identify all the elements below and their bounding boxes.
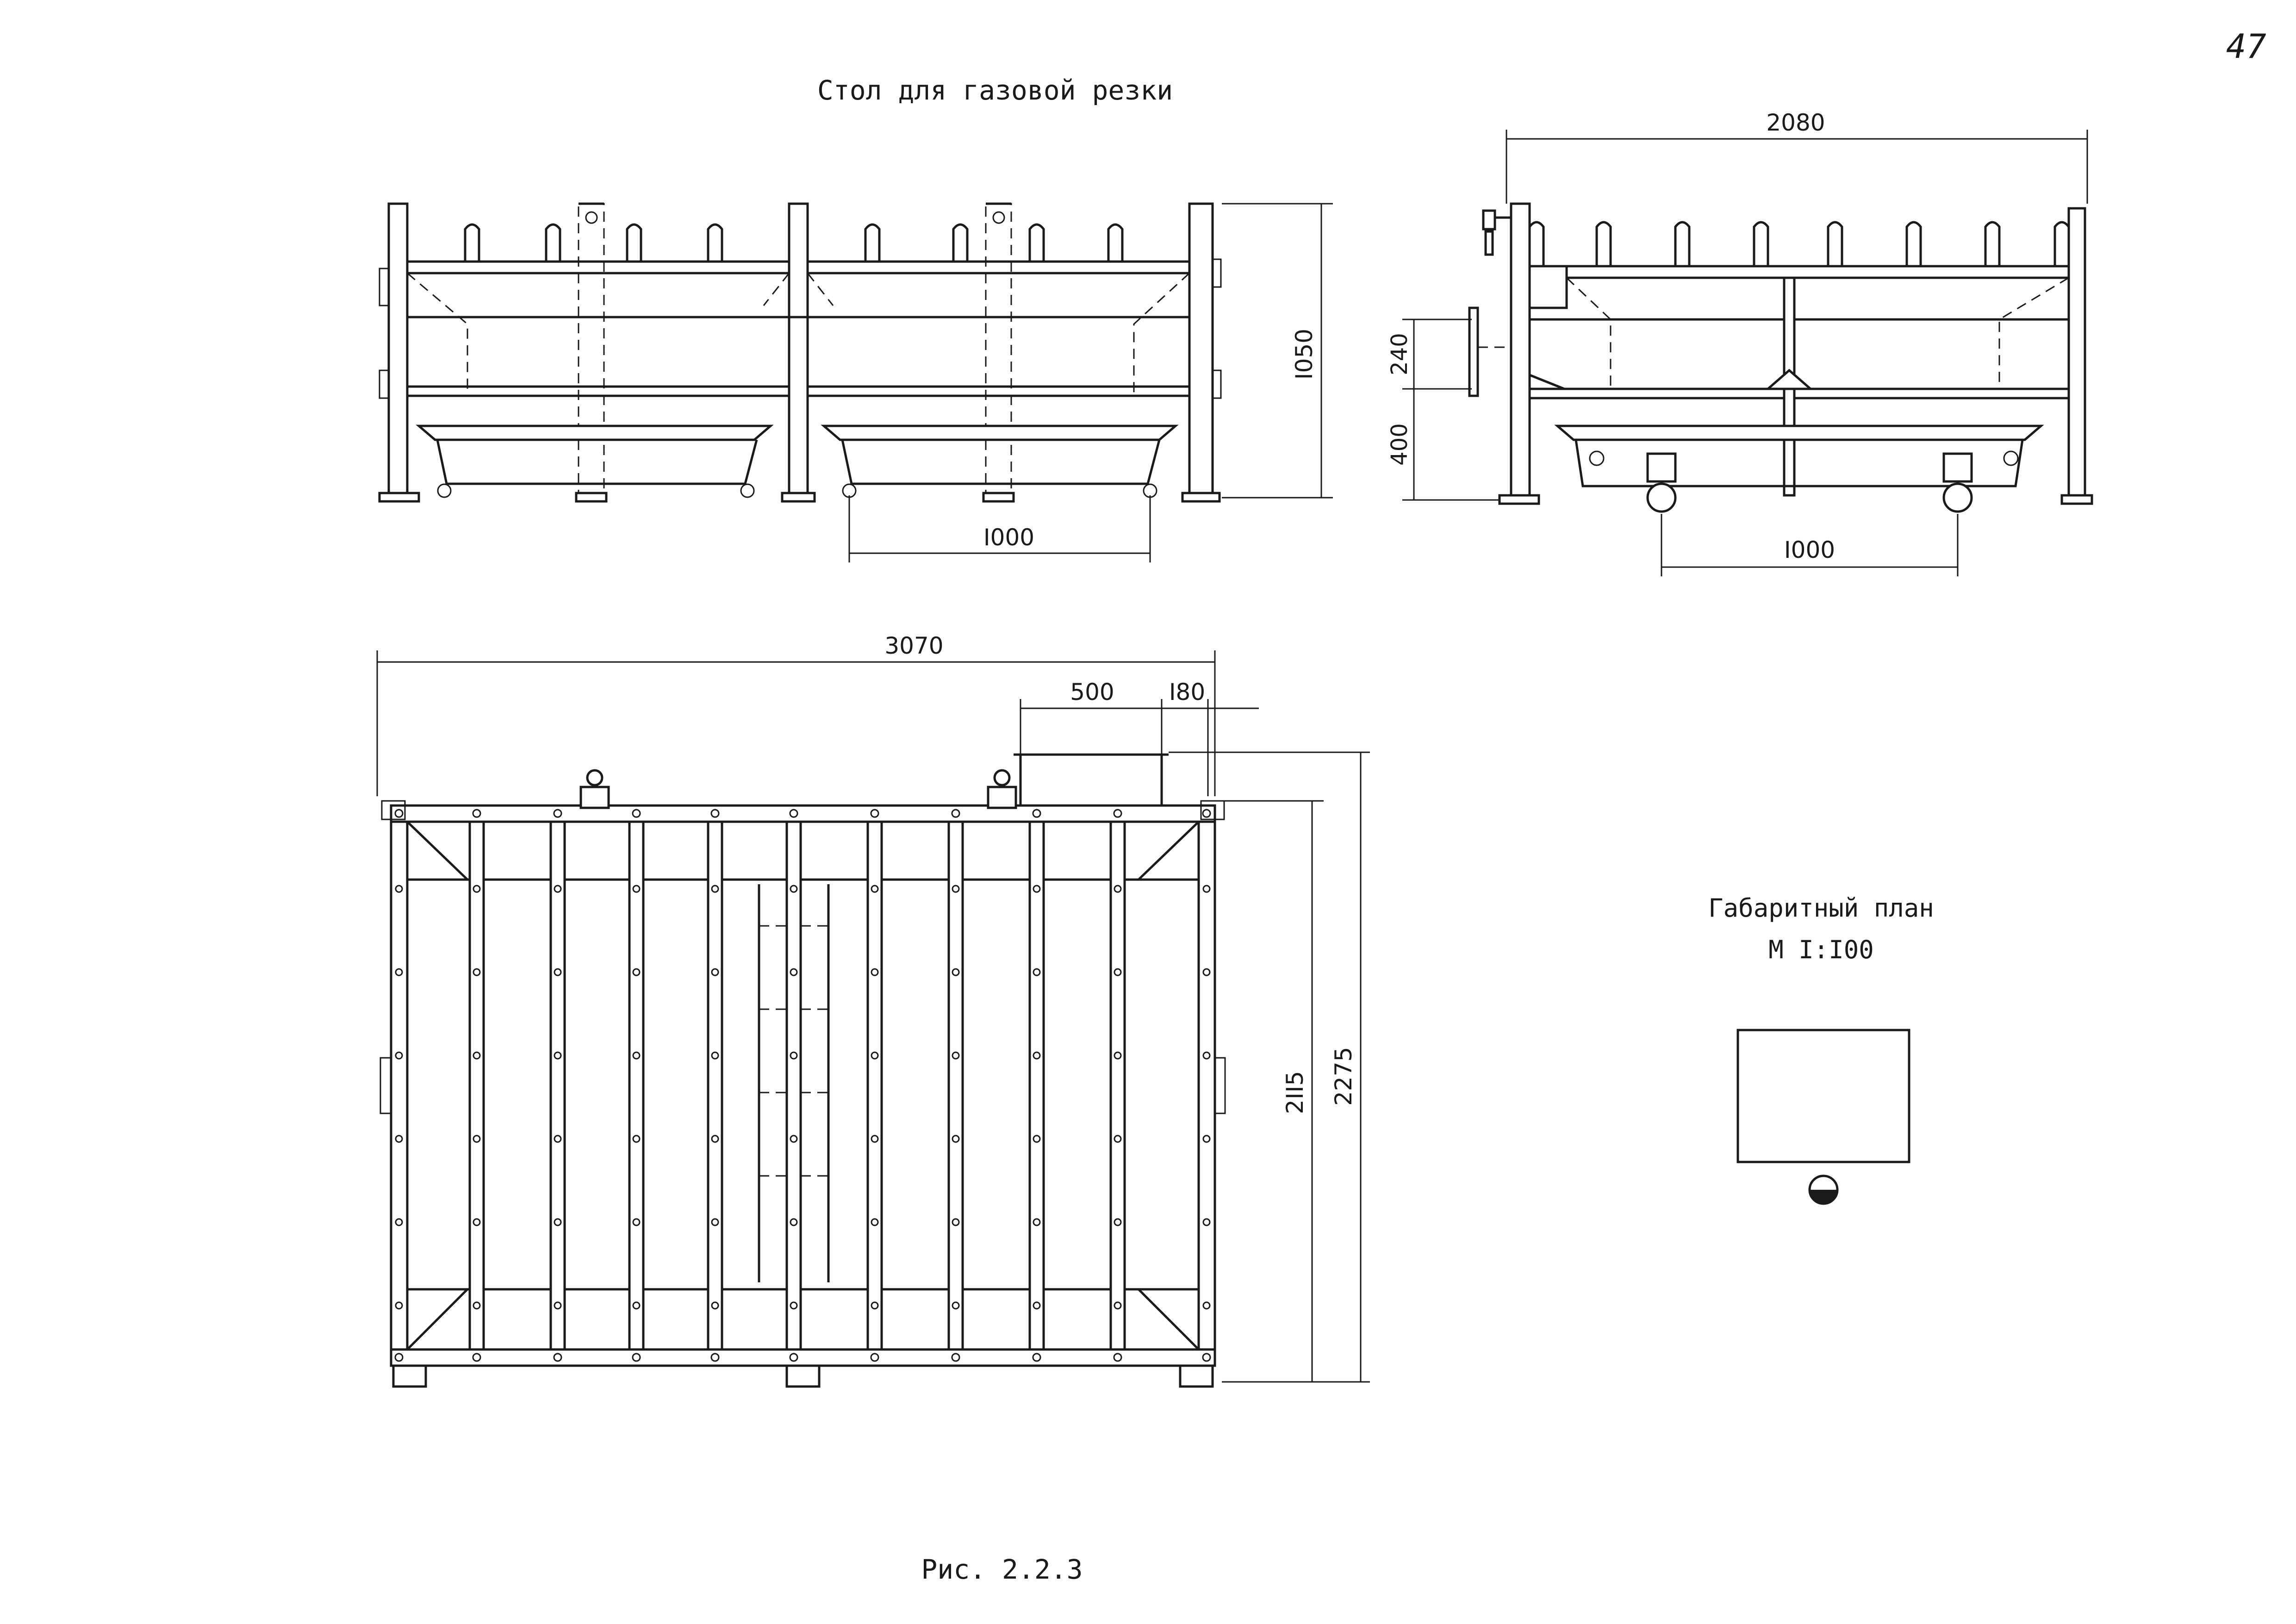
front-height-dim: I050 — [1291, 329, 1318, 380]
plan-length-dim: 3070 — [884, 632, 943, 659]
front-bin-dim: I000 — [983, 524, 1034, 551]
side-lower-dim: 400 — [1387, 423, 1412, 466]
plan-overall-width-dim: 2275 — [1330, 1047, 1357, 1106]
side-width-dim: 2080 — [1766, 109, 1825, 136]
layout-plan-title: Габаритный план — [1708, 893, 1934, 923]
layout-plan-scale: М I:I00 — [1768, 935, 1874, 964]
plan-inner-width-dim: 2II5 — [1282, 1071, 1308, 1114]
side-wheel-dim: I000 — [1784, 537, 1835, 563]
drawing-title: Стол для газовой резки — [817, 75, 1173, 106]
north-marker-icon — [1808, 1174, 1839, 1205]
front-view: I050 I000 — [378, 202, 1333, 562]
plan-view: 3070 500 I80 — [376, 632, 1370, 1388]
layout-plan: Габаритный план М I:I00 — [1708, 893, 1934, 1205]
side-upper-dim: 240 — [1387, 333, 1412, 375]
figure-caption: Рис. 2.2.3 — [921, 1554, 1083, 1585]
side-view: 2080 — [1387, 109, 2093, 576]
plan-offset-dim: I80 — [1169, 679, 1205, 706]
layout-plan-outline — [1736, 1029, 1910, 1163]
page-number: 47 — [2226, 27, 2266, 66]
plan-pipe-dim: 500 — [1070, 679, 1114, 706]
